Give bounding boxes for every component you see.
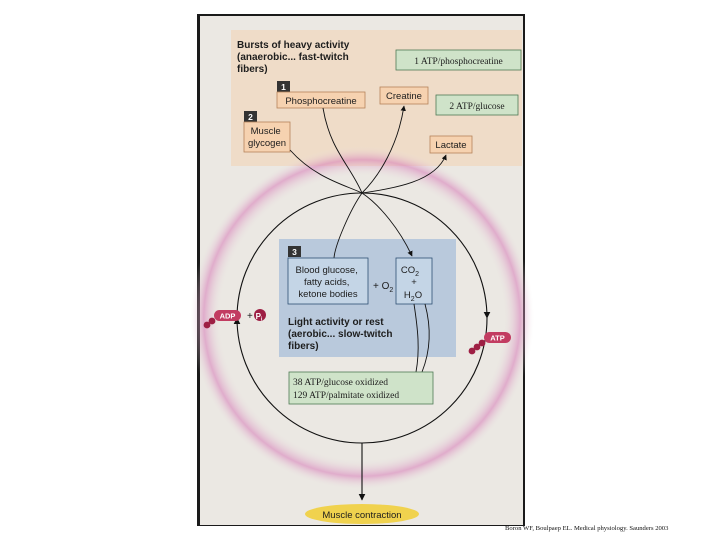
cycle-arrow-top-right [361,192,491,319]
phosphate-label: Pi [256,312,263,323]
creatine-box [379,86,429,105]
muscle-contraction-oval [305,504,419,524]
cycle-arc-top-left [236,192,363,319]
aerobic-heading: Light activity or rest (aerobic... slow-… [288,317,395,352]
products-to-yield-line-2 [421,303,430,373]
hub-to-fuels-curve [333,192,363,259]
phosphate-molecule: Pi [254,309,266,323]
hub-to-products-arrow [361,192,413,257]
cycle-arrow-bottom-left [233,317,363,444]
plus-oxygen-label: + O2 [373,281,393,294]
fuels-box [287,257,369,305]
atp-molecule: ATP [468,332,511,355]
glycogen-to-hub-curve [289,149,363,194]
products-to-yield-line-1 [413,303,419,373]
hub-to-creatine-arrow [361,105,406,194]
muscle-glycogen-box [243,121,291,153]
step-1-number: 1 [281,82,286,92]
lactate-box [429,135,473,154]
step-3-badge [288,246,301,257]
atp-per-glucose-label: 2 ATP/glucose [449,102,504,112]
atp-per-phosphocreatine-label: 1 ATP/phosphocreatine [414,57,502,67]
products-box [395,257,433,305]
step-2-badge [244,111,257,122]
lactate-label: Lactate [435,140,466,151]
adp-plus-sign: + [247,311,253,322]
hub-to-lactate-arrow [361,154,447,194]
fuels-label: Blood glucose, fatty acids, ketone bodie… [296,265,361,300]
muscle-glycogen-label: Muscle glycogen [248,126,286,149]
creatine-label: Creatine [386,91,422,102]
h2o-label: H2O [404,290,422,303]
atp-yield-label: 38 ATP/glucose oxidized 129 ATP/palmitat… [293,378,399,401]
co2-label: CO2 [401,265,419,278]
step-1-badge [277,81,290,92]
citation: Boron WF, Boulpaep EL. Medical physiolog… [505,525,669,532]
muscle-contraction-label: Muscle contraction [322,510,401,521]
step-3-number: 3 [292,247,297,257]
atp-label: ATP [490,334,504,343]
phosphocreatine-box [276,91,366,109]
atp-yield-box [288,371,434,405]
phosphocreatine-to-hub-curve [322,107,363,194]
step-2-number: 2 [248,112,253,122]
adp-molecule: ADP [203,310,241,329]
adp-label: ADP [220,312,236,321]
anaerobic-heading: Bursts of heavy activity (anaerobic... f… [237,40,352,75]
atp-per-glucose-box [435,94,519,116]
atp-per-phosphocreatine-box [395,49,522,71]
products-plus-label: + [411,277,417,288]
phosphocreatine-label: Phosphocreatine [285,96,356,107]
